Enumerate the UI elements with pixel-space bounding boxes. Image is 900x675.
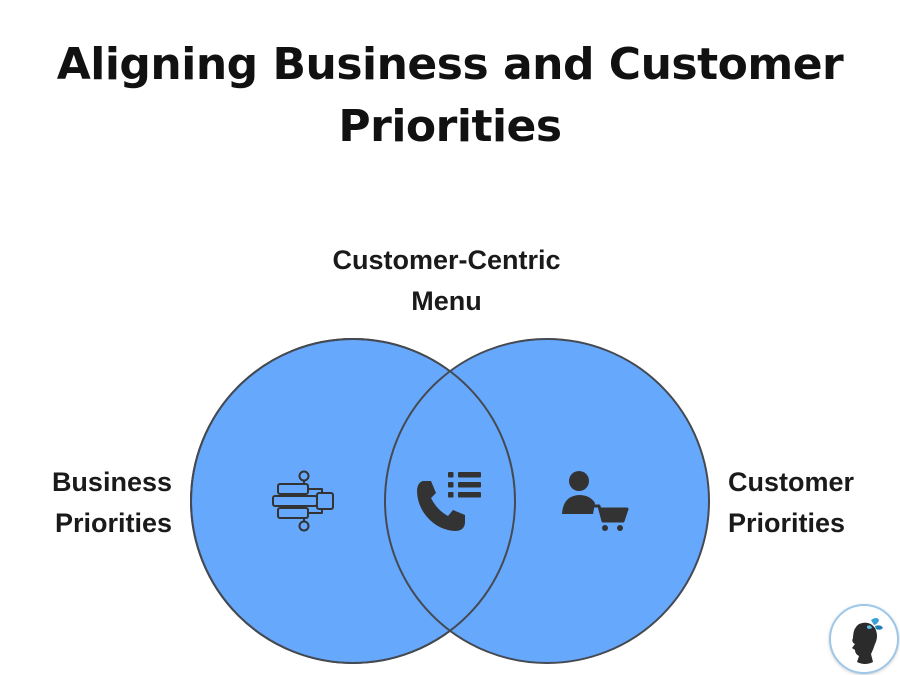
- title-line-1: Aligning Business and Customer: [56, 39, 844, 90]
- customer-priorities-circle: [385, 339, 709, 663]
- process-flowchart-icon: [272, 470, 334, 532]
- business-label-line-1: Business: [51, 467, 172, 497]
- logo-badge: [829, 604, 899, 674]
- customer-cart-icon: [562, 471, 629, 531]
- customer-circle-outline: [384, 338, 710, 664]
- customer-priorities-label: Customer Priorities: [728, 462, 893, 544]
- business-priorities-label: Business Priorities: [10, 462, 172, 544]
- intersection-label-line-2: Menu: [411, 286, 482, 316]
- title-line-2: Priorities: [338, 101, 562, 152]
- page-title: Aligning Business and Customer Prioritie…: [0, 34, 900, 158]
- business-circle-outline: [190, 338, 516, 664]
- business-label-line-2: Priorities: [54, 508, 172, 538]
- intersection-label-line-1: Customer-Centric: [332, 245, 561, 275]
- customer-label-line-2: Priorities: [728, 508, 846, 538]
- silhouette-butterfly-logo-icon: [852, 618, 883, 664]
- intersection-label: Customer-Centric Menu: [0, 240, 893, 322]
- customer-label-line-1: Customer: [728, 467, 855, 497]
- phone-menu-list-icon: [417, 472, 481, 531]
